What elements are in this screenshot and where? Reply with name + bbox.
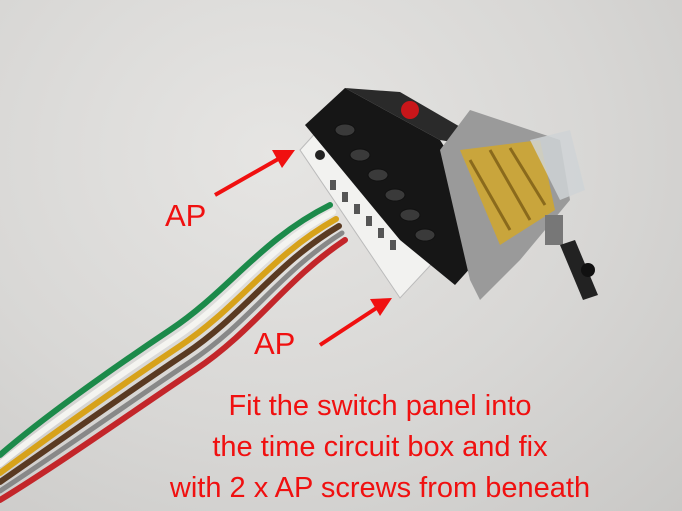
caption-line: with 2 x AP screws from beneath — [169, 472, 591, 504]
red-button — [401, 101, 419, 119]
switch-body — [305, 88, 500, 285]
arrow-bottom — [318, 298, 392, 347]
switch-shaft — [560, 240, 598, 300]
arrow-top — [214, 150, 295, 197]
caption-line: the time circuit box and fix — [212, 431, 548, 463]
ribbon-wires — [0, 202, 348, 503]
instruction-caption: Fit the switch panel into the time circu… — [90, 386, 670, 509]
caption-line: Fit the switch panel into — [228, 390, 532, 422]
ap-label-bottom: AP — [254, 326, 296, 361]
ap-label-top: AP — [165, 198, 207, 233]
